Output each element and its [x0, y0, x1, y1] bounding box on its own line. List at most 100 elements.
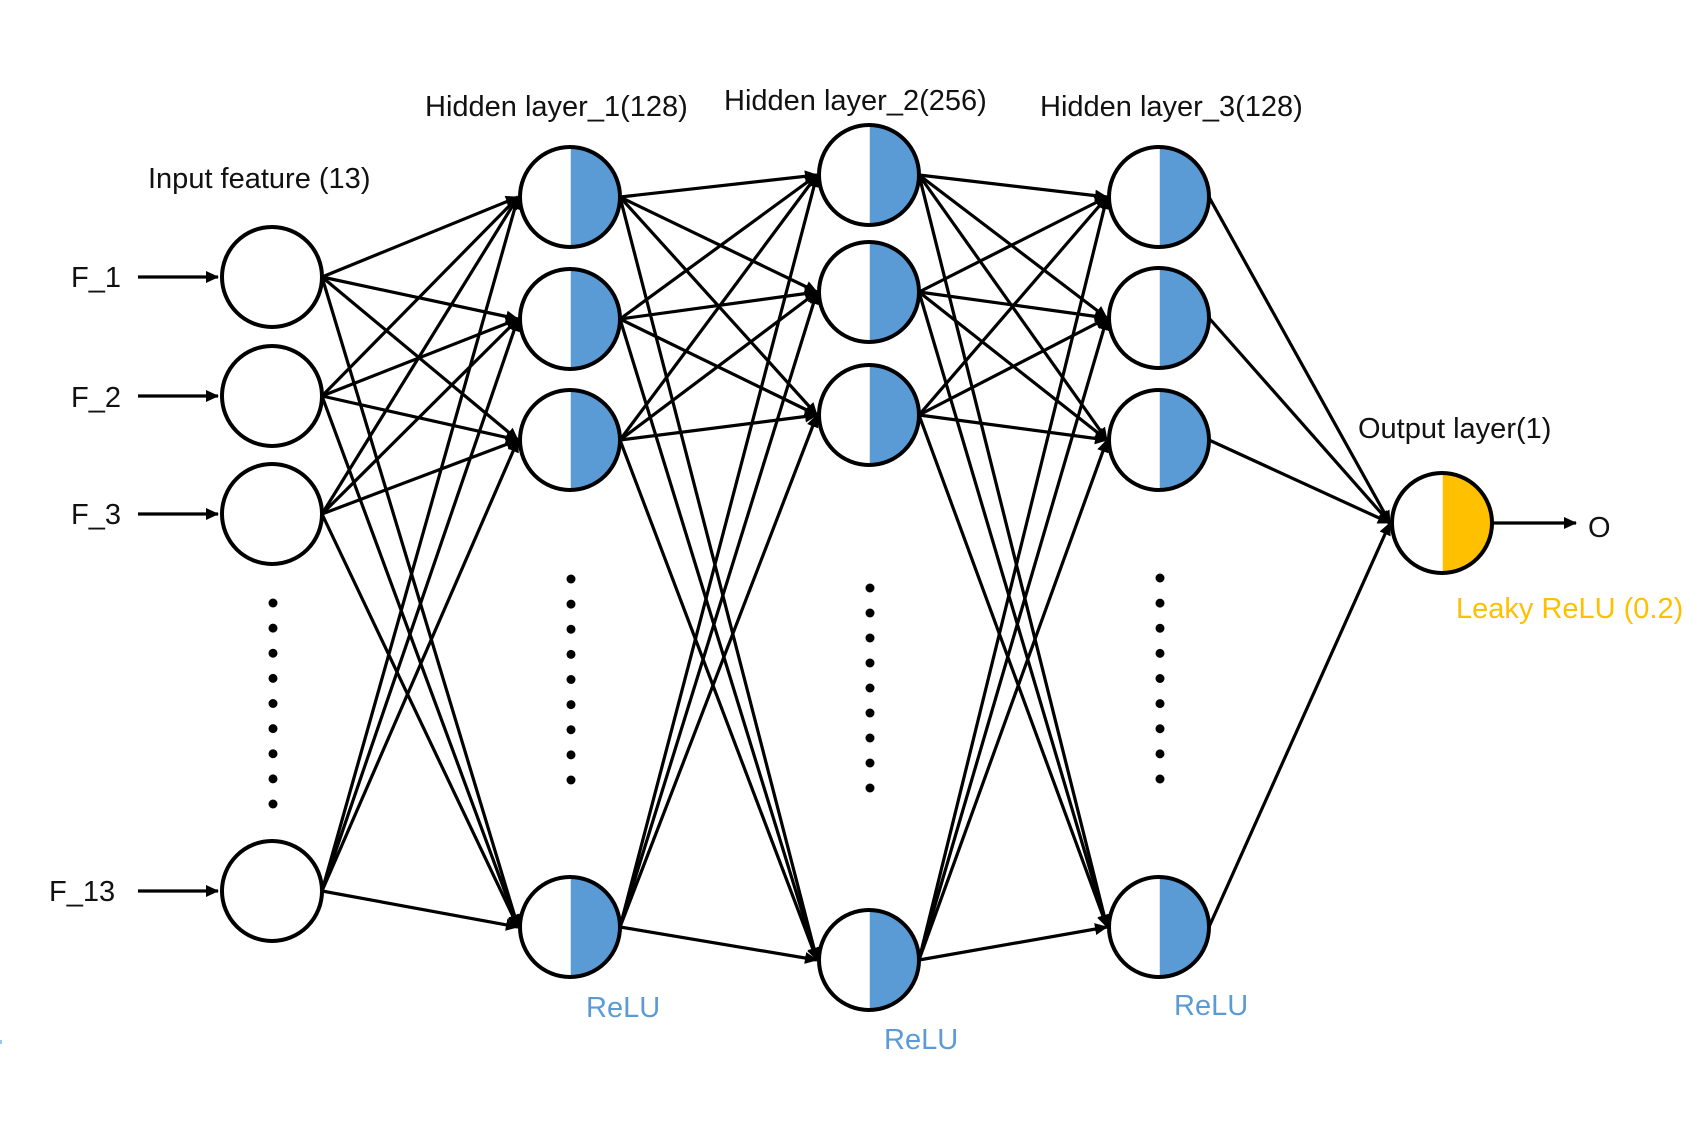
edge-input-4-to-hidden1-2	[320, 318, 520, 892]
ellipsis-dot-hidden2	[865, 783, 875, 793]
edge-input-3-to-hidden1-3	[321, 438, 519, 516]
activation-half-fill	[570, 390, 620, 490]
edge-artifact	[0, 1040, 2, 1044]
ellipsis-dot-input	[268, 673, 278, 683]
activation-half-fill	[869, 242, 919, 342]
activation-half-fill	[1159, 268, 1209, 368]
activation-half-fill	[1159, 147, 1209, 247]
ellipsis-dot-hidden1	[566, 574, 576, 584]
activation-half-fill	[570, 147, 620, 247]
neuron-hidden3-2	[1107, 266, 1211, 370]
edge-hidden2-3-to-hidden3-2	[918, 316, 1108, 417]
neuron-output-1	[1390, 471, 1494, 575]
edge-hidden3-1-to-output-1	[1207, 196, 1392, 524]
edge-hidden1-4-to-hidden2-1	[618, 174, 820, 928]
neuron-hidden3-4	[1107, 875, 1211, 979]
edge-input-4-to-hidden1-4	[321, 889, 519, 931]
ellipsis-dot-input	[268, 648, 278, 658]
neuron-hidden2-3	[817, 363, 921, 467]
edge-hidden3-2-to-output-1	[1207, 316, 1392, 525]
ellipsis-dot-hidden1	[566, 599, 576, 609]
edge-hidden2-3-to-hidden3-4	[917, 414, 1109, 928]
ellipsis-dot-hidden1	[566, 750, 576, 760]
ellipsis-dot-input	[268, 799, 278, 809]
ellipsis-dot-hidden1	[566, 649, 576, 659]
edge-hidden1-1-to-hidden2-2	[619, 195, 818, 294]
edge-input-2-to-hidden1-1	[320, 195, 520, 398]
input-arrows	[138, 271, 1577, 897]
layer-labels: Input feature (13) Hidden layer_1(128) H…	[49, 85, 1683, 1056]
edge-input-3-to-hidden1-4	[320, 513, 520, 928]
edge-hidden1-2-to-hidden2-4	[618, 318, 820, 961]
ellipsis-dot-hidden2	[865, 658, 875, 668]
edge-input-3-to-hidden1-1	[320, 196, 520, 515]
ellipsis-dot-hidden2	[865, 683, 875, 693]
edge-hidden3-4-to-output-1	[1207, 522, 1392, 928]
edge-hidden2-4-to-hidden3-4	[918, 923, 1108, 962]
ellipsis-dot-hidden1	[566, 700, 576, 710]
ellipsis-dot-hidden1	[566, 675, 576, 684]
activation-half-fill	[1159, 390, 1209, 490]
layer-label-input: Input feature (13)	[148, 163, 370, 195]
edge-hidden1-1-to-hidden2-4	[618, 196, 820, 961]
edge-hidden1-3-to-hidden2-1	[618, 174, 819, 441]
edge-hidden2-1-to-hidden3-1	[918, 173, 1108, 202]
neuron-input-4	[220, 839, 324, 943]
ellipsis-dot-hidden1	[566, 624, 576, 634]
ellipsis-dot-hidden1	[566, 775, 576, 785]
edge-hidden2-4-to-hidden3-3	[917, 439, 1109, 961]
ellipsis-dot-hidden3	[1155, 648, 1165, 658]
activation-half-fill	[869, 910, 919, 1010]
ellipsis-dot-hidden3	[1155, 573, 1165, 583]
neuron-hidden1-1	[518, 145, 622, 249]
edge-hidden3-3-to-output-1	[1208, 438, 1391, 525]
neuron-hidden2-4	[817, 908, 921, 1012]
edge-hidden1-3-to-hidden2-3	[619, 410, 818, 442]
ellipsis-dot-hidden2	[865, 583, 875, 593]
edge-hidden2-3-to-hidden3-3	[918, 413, 1108, 445]
activation-half-fill	[869, 125, 919, 225]
edge-hidden1-2-to-hidden2-1	[619, 173, 818, 321]
input-label-f3: F_3	[71, 499, 121, 531]
ellipsis-dot-hidden2	[865, 608, 875, 618]
neuron-hidden1-2	[518, 267, 622, 371]
neuron-hidden1-4	[518, 875, 622, 979]
ellipsis-dot-input	[268, 699, 278, 708]
edge-input-3-to-hidden1-2	[320, 317, 520, 516]
edge-hidden2-1-to-hidden3-4	[917, 174, 1110, 928]
input-label-f2: F_2	[71, 382, 121, 414]
edge-hidden1-1-to-hidden2-1	[619, 170, 818, 199]
activation-label-hidden1: ReLU	[586, 992, 660, 1024]
neuron-input-3	[220, 462, 324, 566]
ellipsis-dot-hidden3	[1155, 774, 1165, 784]
activation-label-output: Leaky ReLU (0.2)	[1456, 593, 1683, 625]
ellipsis-dot-hidden2	[865, 708, 875, 718]
neuron-input-2	[220, 344, 324, 448]
ellipsis-dot-hidden2	[865, 733, 875, 743]
ellipsis-dots	[268, 573, 1165, 809]
activation-half-fill	[1442, 473, 1492, 573]
edge-hidden1-4-to-hidden2-4	[619, 925, 818, 964]
ellipsis-dot-hidden3	[1155, 623, 1165, 633]
neuron-hidden1-3	[518, 388, 622, 492]
activation-label-hidden2: ReLU	[884, 1024, 958, 1056]
ellipsis-dot-input	[268, 724, 278, 734]
ellipsis-dot-input	[268, 749, 278, 759]
edge-hidden2-1-to-hidden3-2	[918, 173, 1108, 320]
neuron-hidden3-3	[1107, 388, 1211, 492]
edge-hidden2-2-to-hidden3-1	[918, 195, 1108, 294]
edge-hidden2-2-to-hidden3-4	[917, 291, 1110, 928]
layer-label-hidden3: Hidden layer_3(128)	[1040, 91, 1303, 123]
layer-label-hidden1: Hidden layer_1(128)	[425, 91, 688, 123]
ellipsis-dot-hidden2	[865, 633, 875, 643]
edge-input-1-to-hidden1-1	[321, 195, 519, 279]
ellipsis-dot-hidden3	[1155, 674, 1165, 683]
input-label-f1: F_1	[71, 262, 121, 294]
activation-label-hidden3: ReLU	[1174, 990, 1248, 1022]
edge-hidden2-3-to-hidden3-1	[917, 195, 1109, 417]
edge-hidden1-4-to-hidden2-3	[618, 414, 819, 928]
edge-hidden1-4-to-hidden2-2	[618, 291, 820, 928]
edge-input-4-to-hidden1-1	[320, 196, 521, 892]
neuron-hidden3-1	[1107, 145, 1211, 249]
